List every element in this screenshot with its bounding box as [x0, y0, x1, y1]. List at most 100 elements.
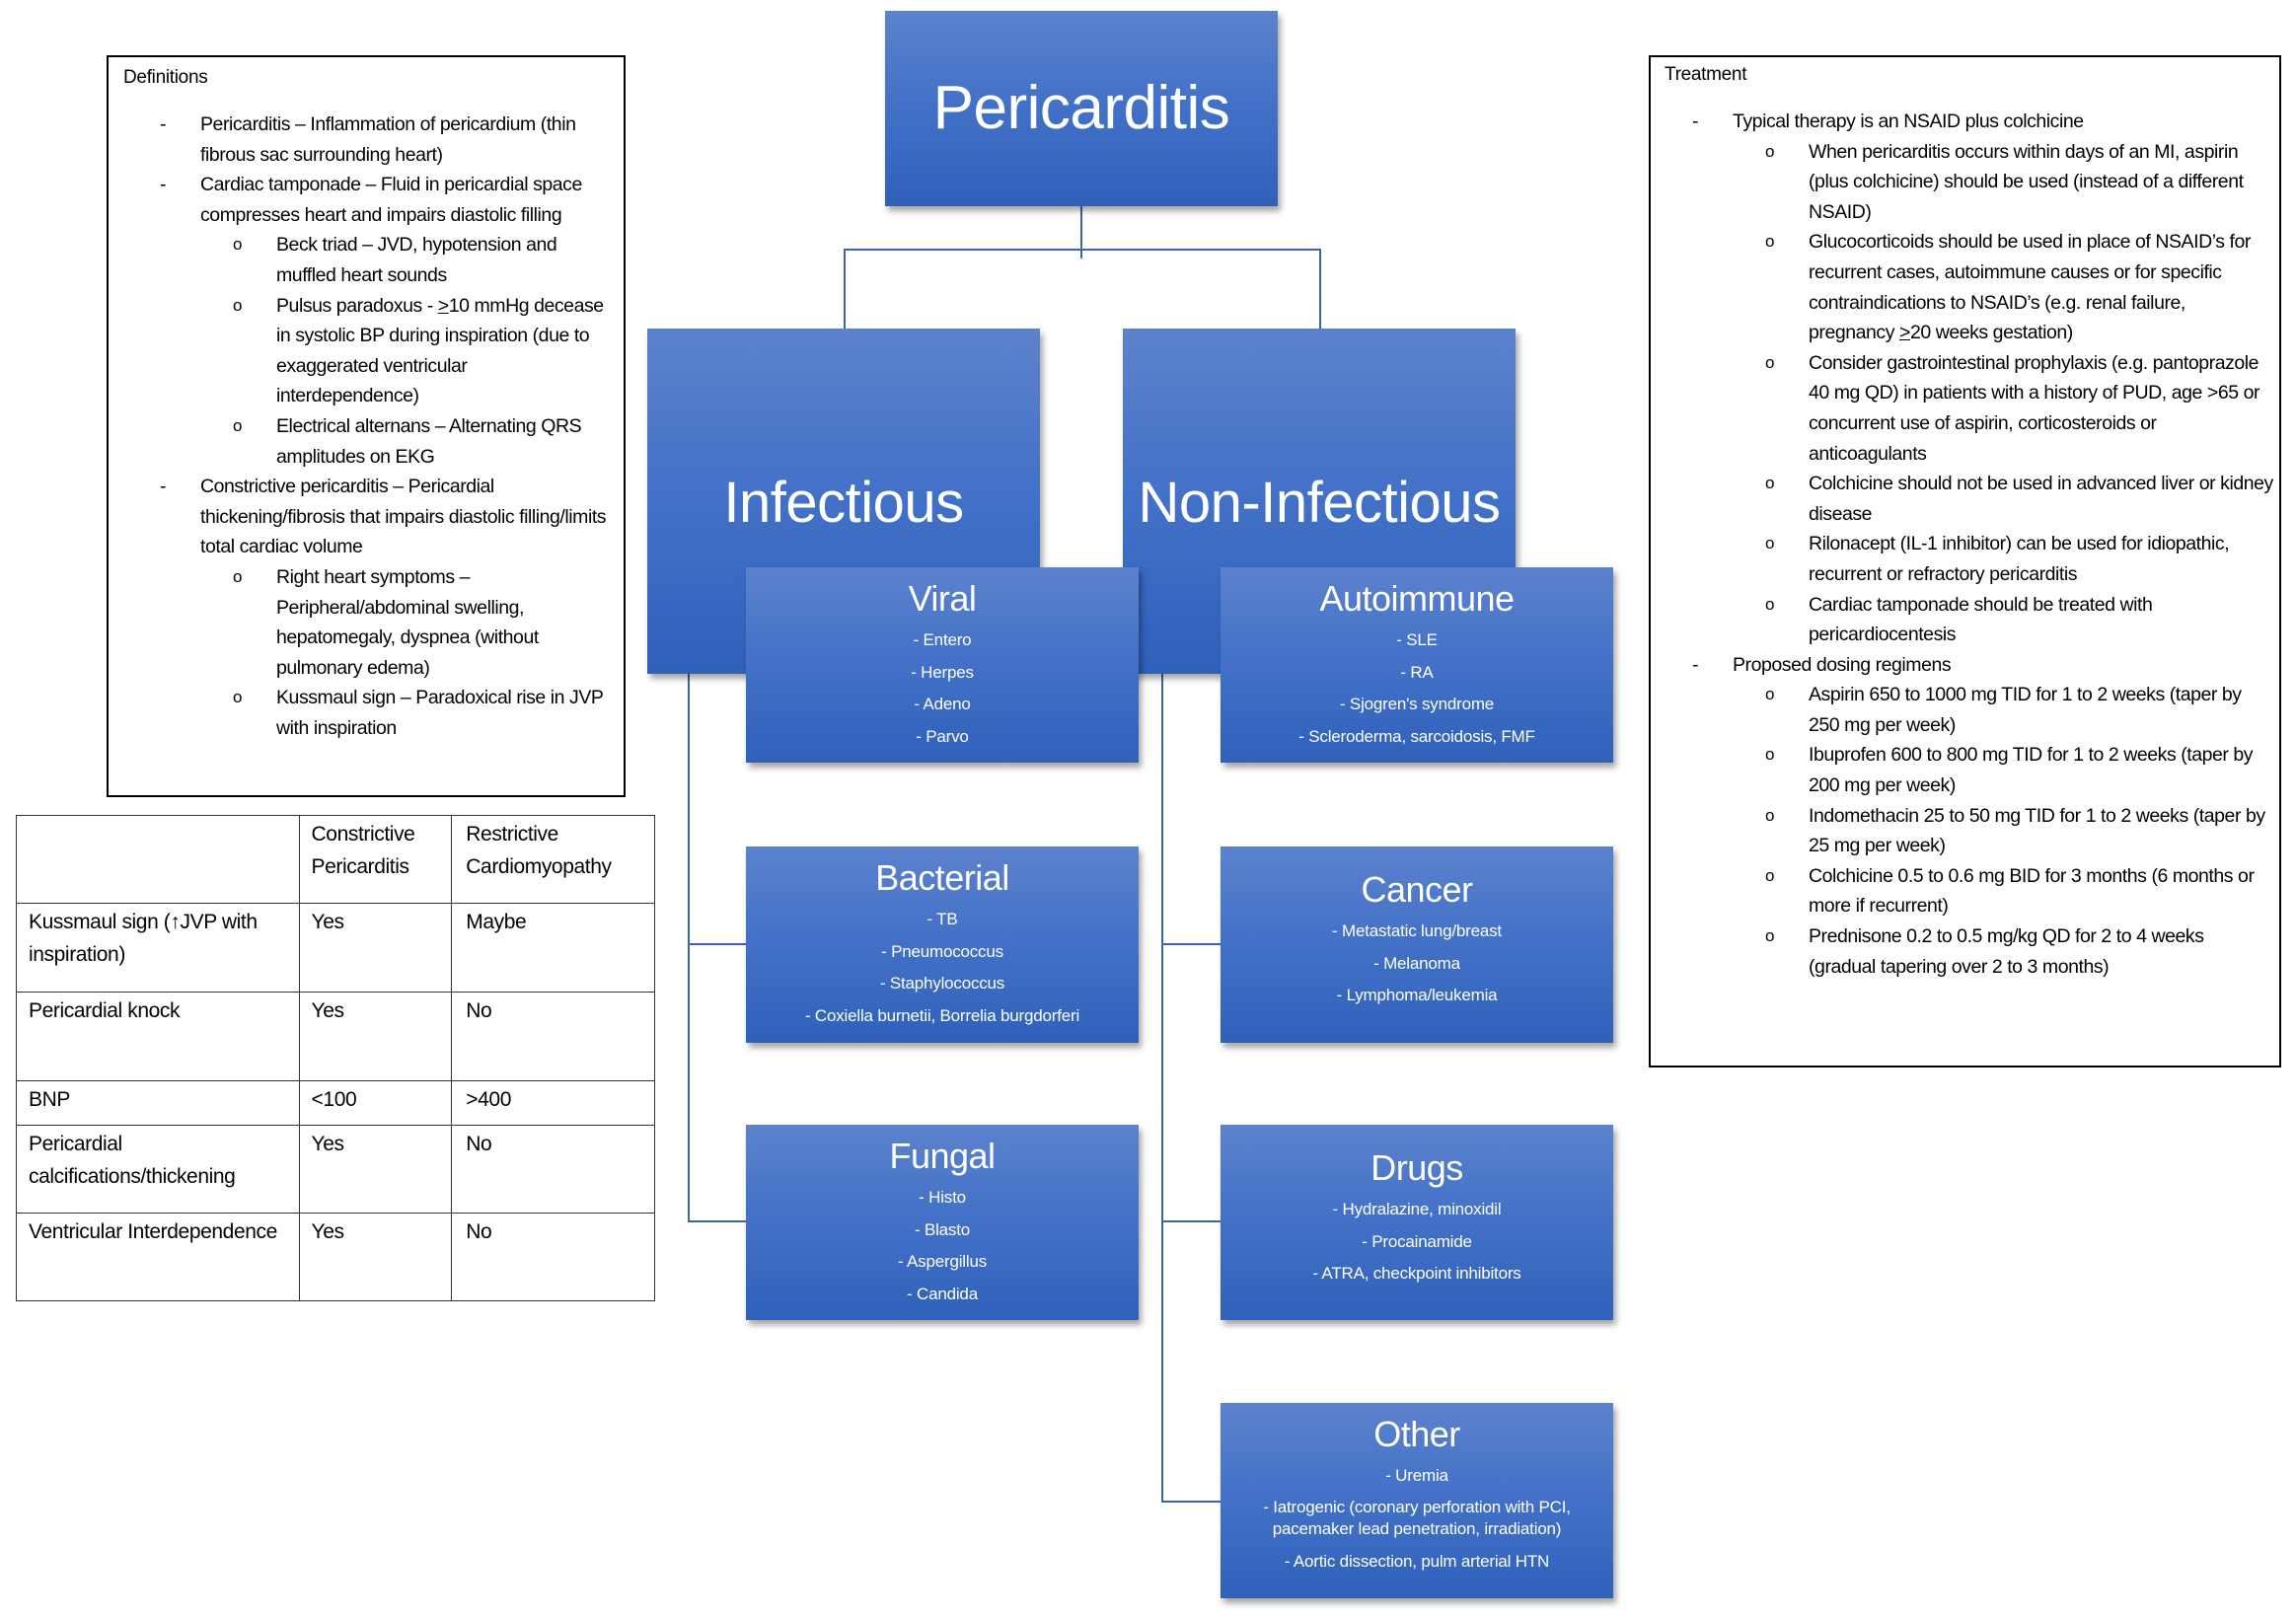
comparison-table: Constrictive Pericarditis Restrictive Ca… [16, 815, 655, 1301]
table-cell: No [451, 1125, 655, 1214]
category-item: - Aortic dissection, pulm arterial HTN [1284, 1551, 1550, 1571]
category-node-cancer: Cancer - Metastatic lung/breast - Melano… [1221, 846, 1613, 1043]
definition-item: -Constrictive pericarditis – Pericardial… [109, 472, 612, 562]
category-item: - Coxiella burnetii, Borrelia burgdorfer… [804, 1005, 1080, 1025]
circle-bullet-icon: o [1765, 141, 1775, 161]
treatment-box: Treatment -Typical therapy is an NSAID p… [1649, 55, 2281, 1067]
definitions-box: Definitions -Pericarditis – Inflammation… [107, 55, 626, 797]
category-item: - Metastatic lung/breast [1332, 921, 1502, 940]
category-item: - ATRA, checkpoint inhibitors [1312, 1264, 1521, 1283]
category-item: - Parvo [916, 726, 969, 746]
dash-bullet-icon: - [160, 174, 167, 196]
category-item: - Uremia [1385, 1466, 1448, 1485]
table-cell: Kussmaul sign (↑JVP with inspiration) [16, 903, 300, 993]
category-item: - Candida [907, 1284, 978, 1303]
circle-bullet-icon: o [1765, 926, 1775, 946]
category-item: - Iatrogenic (coronary perforation with … [1263, 1497, 1571, 1538]
category-item: - Entero [913, 630, 972, 649]
category-title: Drugs [1370, 1147, 1463, 1188]
branch-node-title: Non-Infectious [1138, 471, 1501, 535]
connector-infectious-spine [688, 674, 690, 1222]
category-item: - SLE [1396, 630, 1438, 649]
category-node-other: Other - Uremia - Iatrogenic (coronary pe… [1221, 1403, 1613, 1598]
circle-bullet-icon: o [1765, 352, 1775, 372]
category-items: - TB - Pneumococcus - Staphylococcus - C… [746, 904, 1139, 1032]
circle-bullet-icon: o [1765, 534, 1775, 553]
dash-bullet-icon: - [1692, 653, 1699, 676]
category-item: - Aspergillus [898, 1252, 987, 1271]
table-header-cell [16, 815, 300, 904]
circle-bullet-icon: o [1765, 474, 1775, 493]
circle-bullet-icon: o [1765, 594, 1775, 614]
treatment-item: -Proposed dosing regimens [1641, 650, 2274, 681]
category-node-viral: Viral - Entero - Herpes - Adeno - Parvo [746, 567, 1139, 763]
dash-bullet-icon: - [160, 113, 167, 135]
category-item: - Procainamide [1362, 1231, 1472, 1251]
table-header-row: Constrictive Pericarditis Restrictive Ca… [16, 815, 655, 904]
category-item: - Hydralazine, minoxidil [1332, 1200, 1502, 1218]
circle-bullet-icon: o [233, 295, 243, 315]
category-title: Viral [908, 578, 977, 619]
connector-bacterial [688, 943, 746, 945]
treatment-heading: Treatment [1665, 64, 1747, 85]
dash-bullet-icon: - [1692, 110, 1699, 132]
category-title: Other [1373, 1414, 1460, 1454]
connector-infectious-drop [844, 249, 846, 329]
table-cell: >400 [451, 1080, 655, 1126]
category-item: - Staphylococcus [879, 974, 1005, 993]
table-cell: Ventricular Interdependence [16, 1213, 300, 1301]
category-title: Cancer [1361, 869, 1473, 910]
table-header-cell: Restrictive Cardiomyopathy [451, 815, 655, 904]
treatment-item: -Typical therapy is an NSAID plus colchi… [1641, 107, 2274, 137]
circle-bullet-icon: o [1765, 745, 1775, 765]
table-cell: Maybe [451, 903, 655, 993]
category-item: - Adeno [914, 695, 971, 713]
table-row: Ventricular Interdependence Yes No [16, 1213, 655, 1301]
circle-bullet-icon: o [1765, 805, 1775, 825]
category-item: - Lymphoma/leukemia [1336, 986, 1498, 1004]
category-title: Bacterial [875, 857, 1009, 898]
table-row: Pericardial knock Yes No [16, 992, 655, 1081]
connector-other [1161, 1501, 1221, 1503]
category-item: - Sjogren's syndrome [1339, 695, 1495, 713]
category-items: - Metastatic lung/breast - Melanoma - Ly… [1221, 916, 1613, 1012]
category-item: - Scleroderma, sarcoidosis, FMF [1298, 726, 1535, 746]
table-cell: <100 [298, 1080, 453, 1126]
connector-fungal [688, 1220, 746, 1222]
category-item: - Melanoma [1373, 953, 1460, 973]
definition-item: -Cardiac tamponade – Fluid in pericardia… [109, 170, 612, 230]
definition-item: -Pericarditis – Inflammation of pericard… [109, 110, 612, 170]
circle-bullet-icon: o [1765, 865, 1775, 885]
circle-bullet-icon: o [1765, 232, 1775, 252]
table-cell: Yes [298, 903, 453, 993]
category-items: - Entero - Herpes - Adeno - Parvo [746, 625, 1139, 753]
connector-drugs [1161, 1220, 1221, 1222]
treatment-list: -Typical therapy is an NSAID plus colchi… [1641, 107, 2274, 982]
connector-noninfectious-drop [1319, 249, 1321, 329]
table-cell: Yes [298, 1125, 453, 1214]
category-items: - Histo - Blasto - Aspergillus - Candida [746, 1182, 1139, 1310]
table-cell: Pericardial calcifications/thickening [16, 1125, 300, 1214]
circle-bullet-icon: o [1765, 685, 1775, 704]
table-cell: Pericardial knock [16, 992, 300, 1081]
dash-bullet-icon: - [160, 476, 167, 498]
category-title: Fungal [889, 1136, 996, 1176]
branch-node-title: Infectious [723, 471, 964, 535]
connector-root-stem [1080, 206, 1082, 258]
table-row: Pericardial calcifications/thickening Ye… [16, 1125, 655, 1214]
connector-noninfectious-spine [1161, 674, 1163, 1503]
table-cell: No [451, 1213, 655, 1301]
definitions-heading: Definitions [123, 67, 208, 88]
category-item: - Herpes [911, 662, 974, 682]
